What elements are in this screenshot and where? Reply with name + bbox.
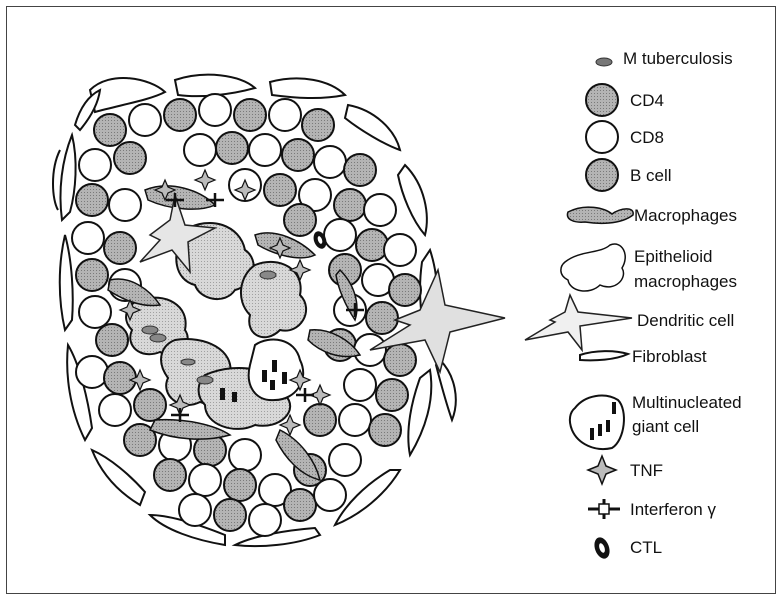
legend-label-epithelioid: Epithelioid <box>634 247 712 266</box>
macrophage-icon <box>567 207 633 223</box>
cd4-cell-icon <box>586 84 618 116</box>
cd4-cell <box>76 259 108 291</box>
cd8-cell <box>329 444 361 476</box>
legend <box>525 58 633 561</box>
cd4-cell <box>94 114 126 146</box>
epithelioid-macrophage-icon <box>561 244 625 291</box>
legend-label-mtb: M tuberculosis <box>623 49 733 68</box>
cd8-cell <box>76 356 108 388</box>
legend-label-cd8: CD8 <box>630 128 664 147</box>
cd8-cell <box>269 99 301 131</box>
cd4-cell <box>134 389 166 421</box>
cd4-cell <box>264 174 296 206</box>
cd8-cell <box>129 104 161 136</box>
cd8-cell <box>229 439 261 471</box>
cd4-cell <box>366 302 398 334</box>
cd8-cell <box>344 369 376 401</box>
multinucleated-giant-cell-icon <box>570 396 624 449</box>
interferon-marker <box>296 388 314 402</box>
legend-label-tnf: TNF <box>630 461 663 480</box>
cd4-cell <box>284 204 316 236</box>
cd4-cell <box>282 139 314 171</box>
legend-label-ctl: CTL <box>630 538 662 557</box>
cd8-cell <box>79 149 111 181</box>
cd8-cell <box>199 94 231 126</box>
ctl-icon <box>592 535 613 560</box>
legend-label-epithelioid-2: macrophages <box>634 272 737 291</box>
cd4-cell <box>104 362 136 394</box>
cd8-cell <box>314 146 346 178</box>
cd8-cell <box>249 504 281 536</box>
cd8-cell <box>324 219 356 251</box>
cd8-cell <box>109 189 141 221</box>
cd4-cell <box>369 414 401 446</box>
fibroblast-icon <box>580 351 628 360</box>
legend-label-ifn: Interferon γ <box>630 500 716 519</box>
cd4-cell <box>96 324 128 356</box>
legend-label-bcell: B cell <box>630 166 672 185</box>
cd8-cell <box>179 494 211 526</box>
cd4-cell <box>76 184 108 216</box>
legend-label-fibroblast: Fibroblast <box>632 347 707 366</box>
cd4-cell <box>216 132 248 164</box>
dendritic-cell-icon <box>525 295 632 350</box>
mycobacterium-icon <box>596 58 612 66</box>
cd4-cell <box>284 489 316 521</box>
interferon-gamma-icon <box>588 499 620 519</box>
legend-label-macrophages: Macrophages <box>634 206 737 225</box>
cd8-cell <box>79 296 111 328</box>
legend-label-giant: Multinucleated <box>632 393 742 412</box>
cd4-cell <box>384 344 416 376</box>
cd4-cell <box>304 404 336 436</box>
cd8-cell <box>384 234 416 266</box>
cd8-cell <box>72 222 104 254</box>
cd4-cell <box>224 469 256 501</box>
cd8-cell <box>249 134 281 166</box>
cd8-cell <box>364 194 396 226</box>
cd4-cell <box>104 232 136 264</box>
cd4-cell <box>114 142 146 174</box>
cd4-cell <box>389 274 421 306</box>
b-cell-icon <box>586 159 618 191</box>
cd8-cell <box>189 464 221 496</box>
cd4-cell <box>344 154 376 186</box>
tnf-marker <box>195 170 215 190</box>
legend-label-giant-2: giant cell <box>632 417 699 436</box>
cd4-cell <box>334 189 366 221</box>
cd4-cell <box>234 99 266 131</box>
cd4-cell <box>356 229 388 261</box>
legend-label-cd4: CD4 <box>630 91 664 110</box>
cd4-cell <box>164 99 196 131</box>
cd8-cell <box>184 134 216 166</box>
cd4-cell <box>154 459 186 491</box>
tnf-icon <box>588 456 616 484</box>
cd4-cell <box>376 379 408 411</box>
cd4-cell <box>302 109 334 141</box>
legend-label-dendritic: Dendritic cell <box>637 311 734 330</box>
cd8-cell <box>339 404 371 436</box>
cd8-cell-icon <box>586 121 618 153</box>
cd4-cell <box>214 499 246 531</box>
cd8-cell <box>99 394 131 426</box>
lymphocyte-cluster <box>72 94 421 536</box>
cd8-cell <box>314 479 346 511</box>
